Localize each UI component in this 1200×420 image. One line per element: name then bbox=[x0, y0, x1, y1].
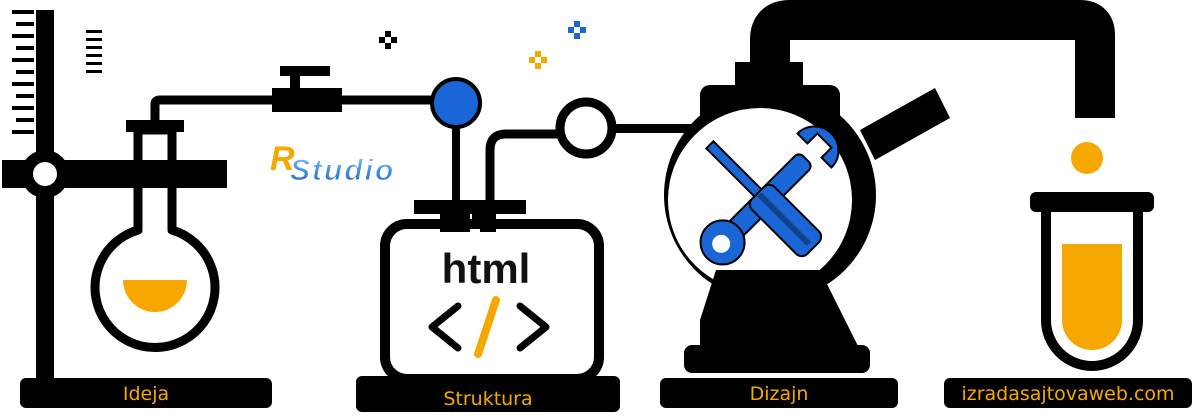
logo-studio: Studio bbox=[290, 154, 395, 187]
sparkle-icon bbox=[379, 21, 586, 69]
scale-marks bbox=[86, 30, 102, 73]
pipe-to-machine bbox=[612, 124, 692, 133]
drop bbox=[1071, 142, 1103, 174]
stage-plaque-ideja: Ideja bbox=[20, 378, 272, 408]
connector-ring bbox=[555, 97, 617, 159]
stage-plaque-struktura: Struktura bbox=[356, 376, 620, 412]
stage-plaque-website: izradasajtovaweb.com bbox=[944, 378, 1192, 408]
logo-r: R bbox=[270, 140, 295, 178]
wrench-screwdriver-icon bbox=[699, 125, 840, 266]
ring-stand-icon bbox=[2, 10, 227, 378]
stage-label-struktura: Struktura bbox=[443, 388, 532, 410]
stage-label-dizajn: Dizajn bbox=[750, 383, 809, 405]
blue-ball bbox=[430, 77, 482, 129]
laptop-html-label: html bbox=[442, 245, 531, 292]
valve-icon bbox=[272, 66, 342, 112]
rstudio-logo: R Studio bbox=[270, 140, 395, 188]
blue-ball-stem bbox=[452, 128, 460, 208]
pipe-left bbox=[150, 95, 446, 122]
stage-label-website: izradasajtovaweb.com bbox=[961, 383, 1174, 405]
pipe-middle bbox=[472, 129, 560, 226]
code-symbol bbox=[428, 296, 550, 358]
round-flask-icon bbox=[90, 120, 220, 353]
stage-label-ideja: Ideja bbox=[123, 383, 169, 405]
laptop-icon bbox=[380, 200, 604, 384]
stage-plaque-dizajn: Dizajn bbox=[660, 378, 898, 408]
test-tube-icon bbox=[1030, 192, 1154, 371]
